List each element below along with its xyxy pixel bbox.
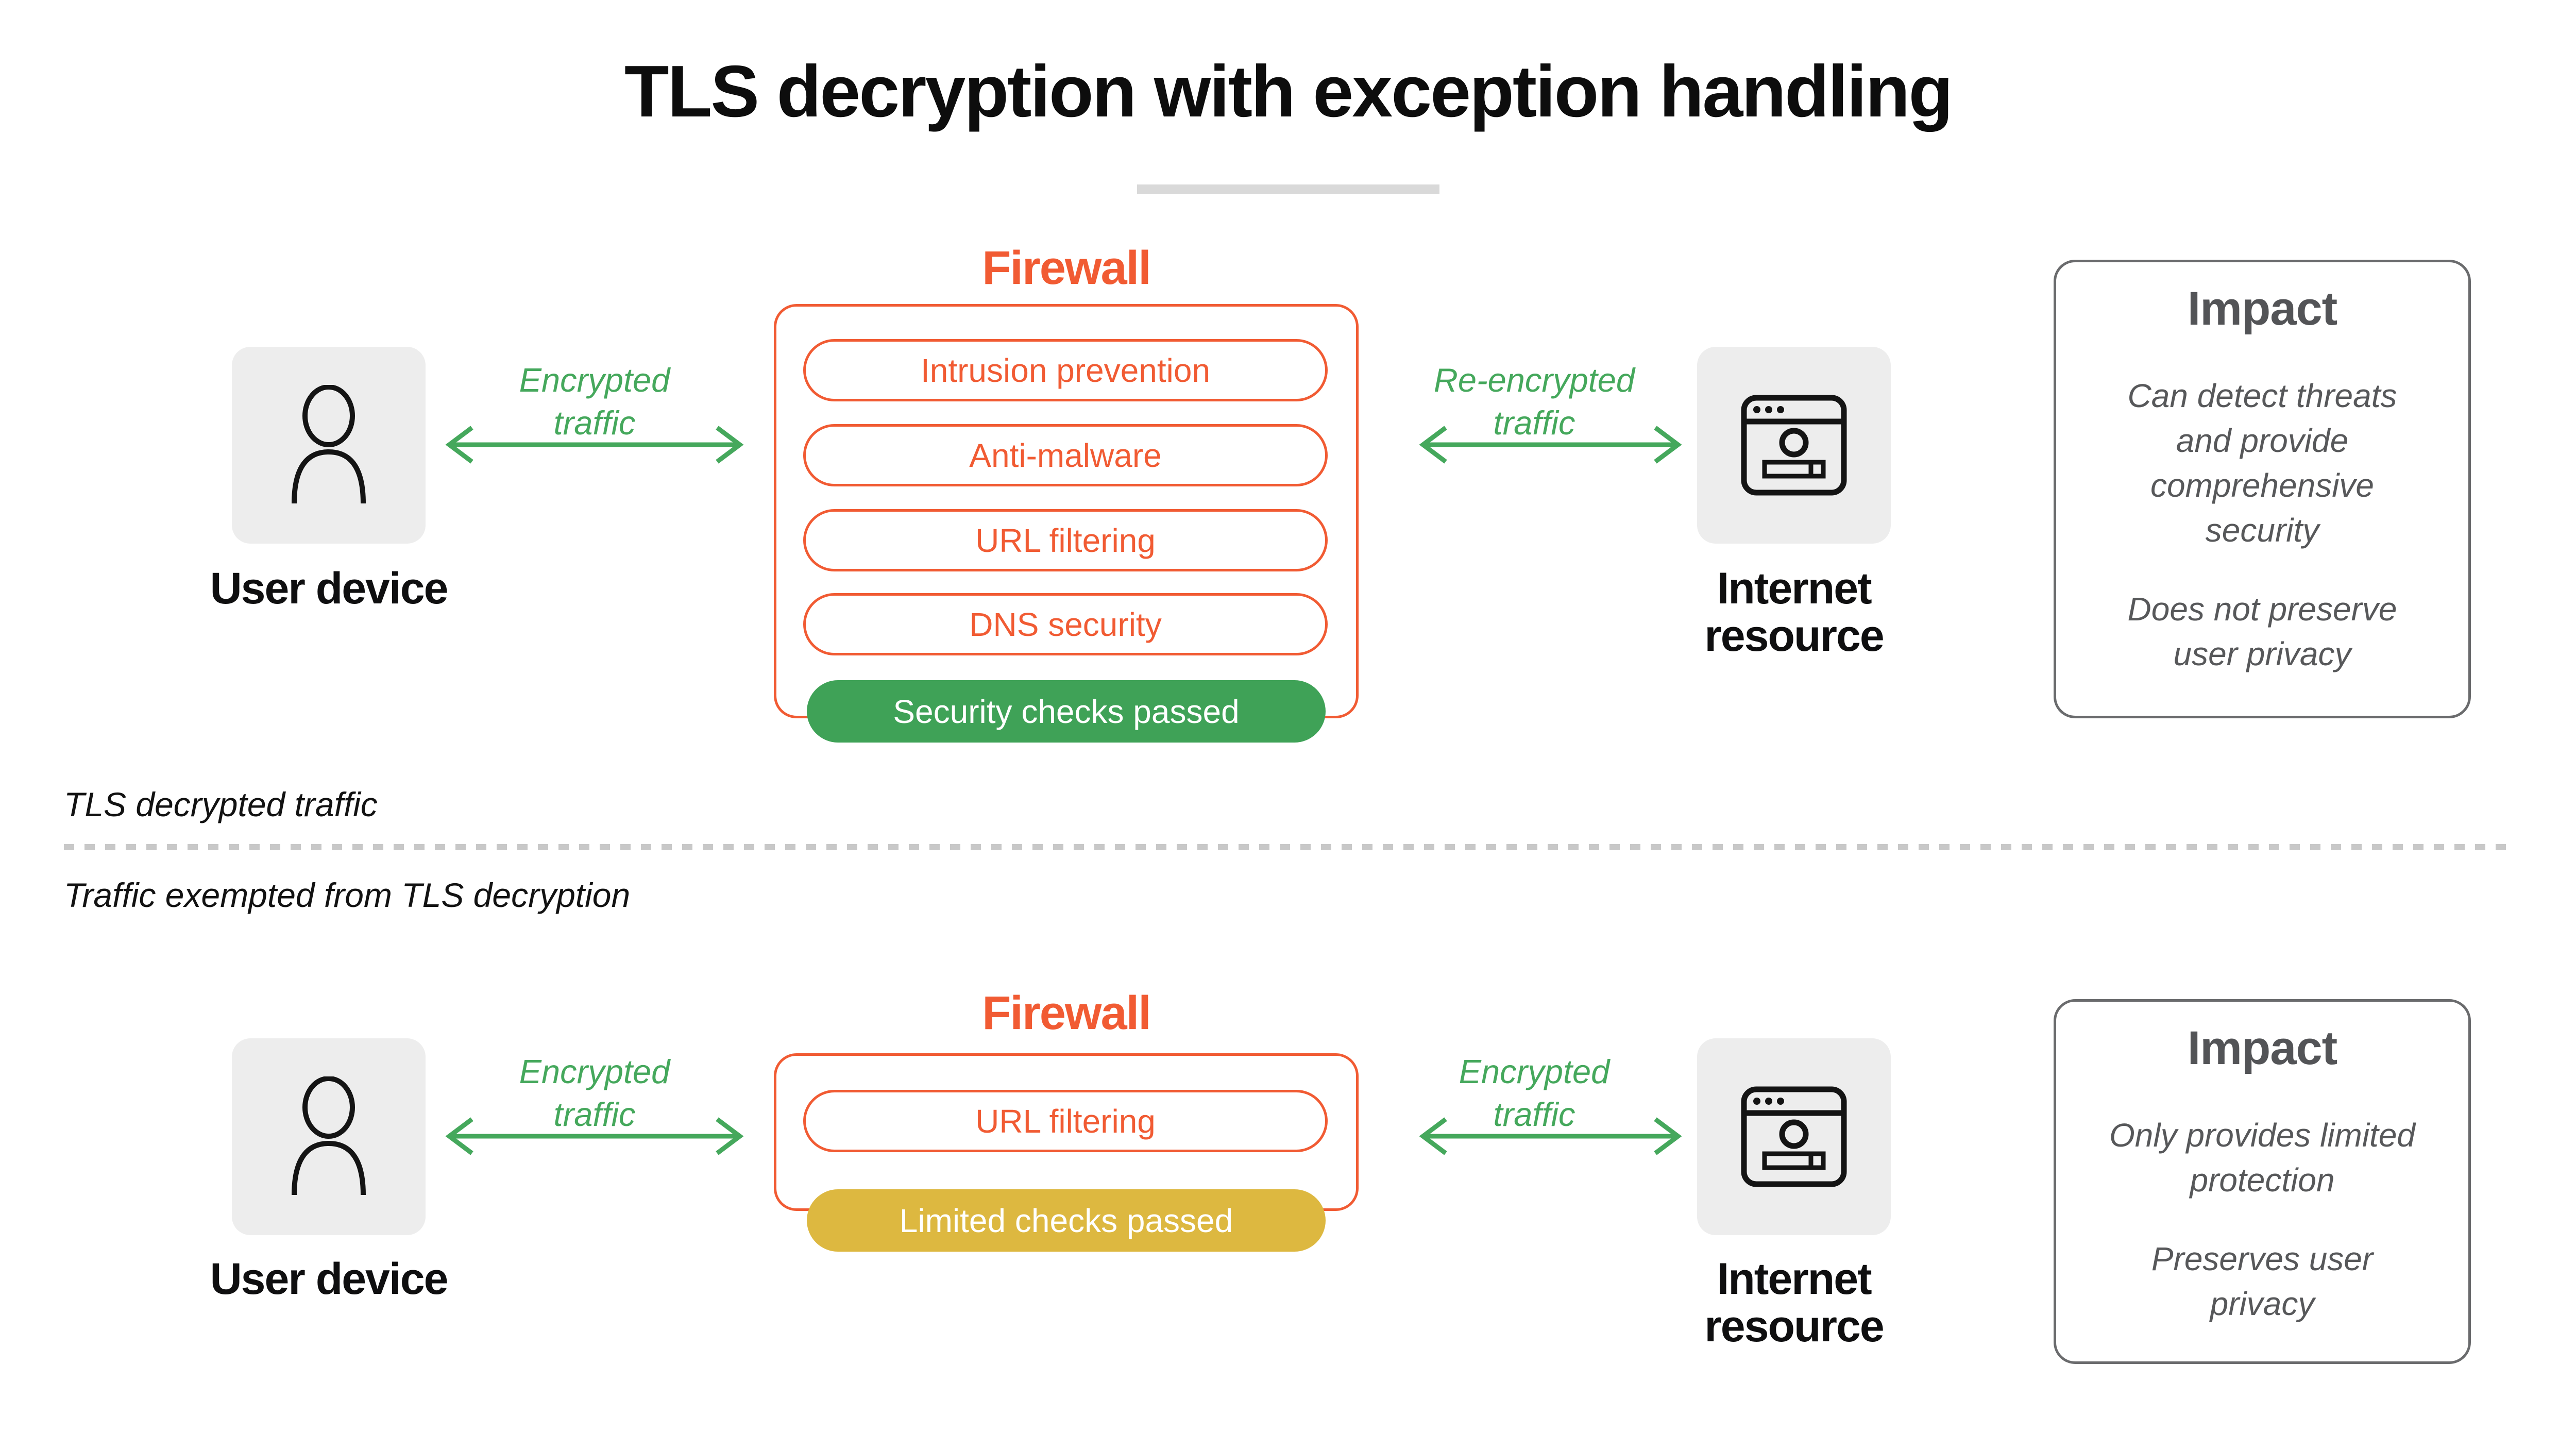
impact-title: Impact <box>2187 1022 2338 1074</box>
firewall-check-pill: URL filtering <box>803 509 1328 571</box>
browser-window-icon <box>1741 395 1847 496</box>
status-badge-passed: Security checks passed <box>807 680 1326 743</box>
re-encrypted-traffic-label: Re-encrypted traffic <box>1433 361 1635 442</box>
internet-resource-node <box>1697 347 1891 544</box>
internet-resource-node <box>1697 1038 1891 1235</box>
firewall-check-pill: Intrusion prevention <box>803 339 1328 401</box>
browser-window-icon <box>1741 1086 1847 1187</box>
impact-title: Impact <box>2187 282 2338 335</box>
user-device-node <box>232 1038 426 1235</box>
status-badge-limited: Limited checks passed <box>807 1189 1326 1252</box>
firewall-box: Intrusion prevention Anti-malware URL fi… <box>774 304 1359 718</box>
impact-text: Preserves user privacy <box>2151 1240 2374 1322</box>
internet-resource-label: Internet resource <box>1704 564 1884 661</box>
firewall-box: URL filtering <box>774 1053 1359 1211</box>
person-icon <box>292 384 366 503</box>
encrypted-traffic-label: Encrypted traffic <box>519 1053 670 1133</box>
firewall-check-pill: URL filtering <box>803 1090 1328 1152</box>
impact-text: Does not preserve user privacy <box>2127 591 2397 672</box>
divider-label-above: TLS decrypted traffic <box>64 785 378 823</box>
person-icon <box>292 1076 366 1195</box>
double-arrow-icon <box>445 426 744 464</box>
double-arrow-icon <box>1419 426 1682 464</box>
double-arrow-icon <box>445 1117 744 1155</box>
firewall-check-pill: DNS security <box>803 593 1328 655</box>
user-device-node <box>232 347 426 544</box>
firewall-title: Firewall <box>982 242 1151 294</box>
firewall-title: Firewall <box>982 987 1151 1039</box>
impact-box: Impact Only provides limited protection … <box>2054 999 2471 1364</box>
title-underline <box>1137 184 1439 194</box>
impact-text: Can detect threats and provide comprehen… <box>2127 377 2397 549</box>
impact-text: Only provides limited protection <box>2109 1117 2415 1199</box>
impact-box: Impact Can detect threats and provide co… <box>2054 260 2471 718</box>
user-device-label: User device <box>210 564 449 613</box>
firewall-check-pill: Anti-malware <box>803 424 1328 486</box>
encrypted-traffic-label: Encrypted traffic <box>1459 1053 1610 1133</box>
internet-resource-label: Internet resource <box>1704 1254 1884 1351</box>
user-device-label: User device <box>210 1254 449 1304</box>
double-arrow-icon <box>1419 1117 1682 1155</box>
divider-label-below: Traffic exempted from TLS decryption <box>64 876 631 914</box>
page-title: TLS decryption with exception handling <box>624 50 1953 132</box>
dashed-divider <box>64 844 2512 850</box>
encrypted-traffic-label: Encrypted traffic <box>519 361 670 442</box>
